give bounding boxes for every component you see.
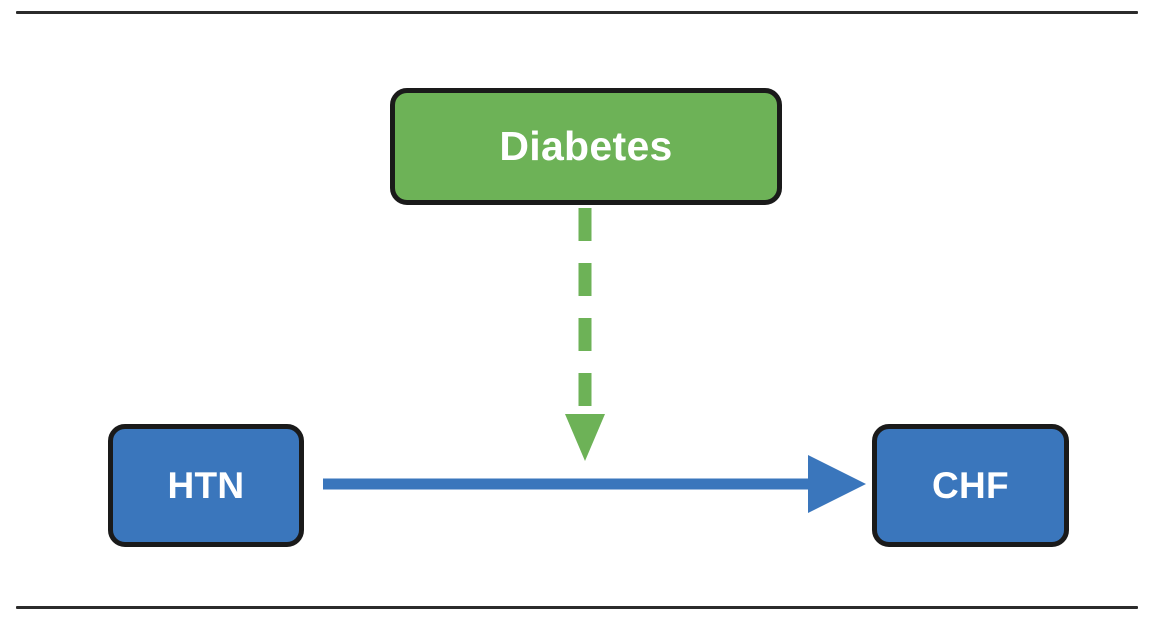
node-chf-label: CHF [932, 465, 1009, 506]
node-diabetes-label: Diabetes [499, 123, 673, 169]
node-chf[interactable]: CHF [872, 424, 1069, 547]
top-divider-rule [16, 11, 1138, 14]
node-htn[interactable]: HTN [108, 424, 304, 547]
edge-diabetes-to-chf-hitbox[interactable] [560, 205, 612, 463]
edge-htn-to-chf-hitbox[interactable] [320, 465, 872, 503]
node-diabetes[interactable]: Diabetes [390, 88, 782, 205]
node-htn-label: HTN [167, 465, 245, 506]
bottom-divider-rule [16, 606, 1138, 609]
